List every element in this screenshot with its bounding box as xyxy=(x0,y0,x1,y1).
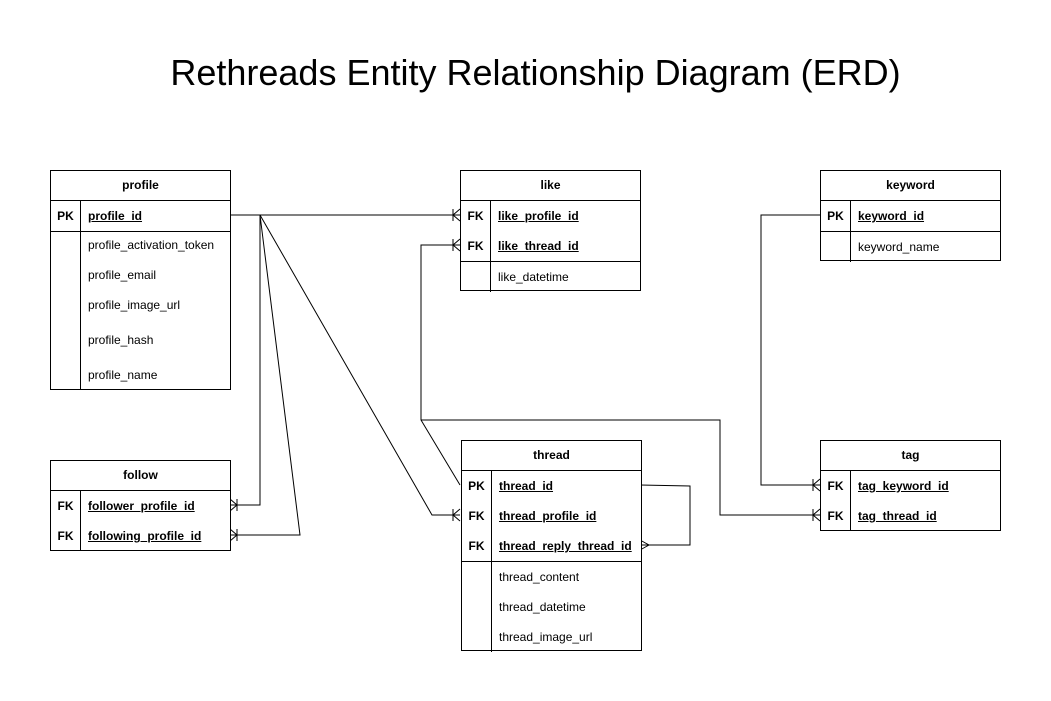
entity-like-keys: FK like_profile_id FK like_thread_id xyxy=(461,201,640,262)
field-name: thread_content xyxy=(499,570,580,584)
entity-like[interactable]: like FK like_profile_id FK like_thread_i… xyxy=(460,170,641,292)
field-row: thread_content xyxy=(462,562,641,592)
field-row: FK tag_thread_id xyxy=(821,501,1000,531)
key-type: FK xyxy=(468,539,485,553)
entity-tag-name: tag xyxy=(821,441,1000,471)
rel-profile-following xyxy=(230,214,301,536)
entity-profile-name: profile xyxy=(51,171,230,201)
entity-profile-attrs: profile_activation_token profile_email p… xyxy=(51,232,230,390)
entity-like-attrs: like_datetime xyxy=(461,262,640,292)
rel-thread-tag xyxy=(421,419,820,516)
rel-keyword-tag xyxy=(760,214,820,486)
field-name: keyword_id xyxy=(858,209,925,223)
field-row: keyword_name xyxy=(821,232,1000,262)
field-row: PK thread_id xyxy=(462,471,641,501)
field-row: FK thread_profile_id xyxy=(462,501,641,531)
rel-thread-like xyxy=(420,244,461,486)
field-name: profile_image_url xyxy=(88,298,181,312)
entity-thread[interactable]: thread PK thread_id FK thread_profile_id… xyxy=(461,440,642,652)
key-type: PK xyxy=(827,209,844,223)
rel-profile-thread xyxy=(259,214,460,516)
entity-follow[interactable]: follow FK follower_profile_id FK followi… xyxy=(50,460,231,551)
key-type: FK xyxy=(467,239,484,253)
field-name: thread_profile_id xyxy=(499,509,597,523)
field-name: profile_activation_token xyxy=(88,238,215,252)
field-name: follower_profile_id xyxy=(88,499,195,513)
rel-thread-self xyxy=(639,484,691,546)
field-name: profile_hash xyxy=(88,333,154,347)
field-name: thread_reply_thread_id xyxy=(499,539,632,553)
key-type: PK xyxy=(468,479,485,493)
crowfoot-icon xyxy=(229,528,238,542)
entity-keyword-attrs: keyword_name xyxy=(821,232,1000,262)
crowfoot-icon xyxy=(452,508,461,522)
field-row: FK following_profile_id xyxy=(51,521,230,551)
field-row: thread_image_url xyxy=(462,622,641,652)
entity-profile[interactable]: profile PK profile_id profile_activation… xyxy=(50,170,231,390)
entity-tag-keys: FK tag_keyword_id FK tag_thread_id xyxy=(821,471,1000,531)
field-row: FK tag_keyword_id xyxy=(821,471,1000,501)
key-type: PK xyxy=(57,209,74,223)
key-type: FK xyxy=(827,509,844,523)
field-name: following_profile_id xyxy=(88,529,202,543)
field-name: thread_id xyxy=(499,479,554,493)
rel-profile-follower xyxy=(230,215,261,506)
entity-follow-name: follow xyxy=(51,461,230,491)
field-name: like_profile_id xyxy=(498,209,579,223)
field-row: thread_datetime xyxy=(462,592,641,622)
entity-profile-keys: PK profile_id xyxy=(51,201,230,232)
entity-follow-keys: FK follower_profile_id FK following_prof… xyxy=(51,491,230,551)
field-name: thread_image_url xyxy=(499,630,593,644)
entity-like-name: like xyxy=(461,171,640,201)
key-type: FK xyxy=(57,499,74,513)
field-name: profile_id xyxy=(88,209,143,223)
crowfoot-icon xyxy=(229,498,238,512)
field-name: tag_thread_id xyxy=(858,509,937,523)
entity-thread-attrs: thread_content thread_datetime thread_im… xyxy=(462,562,641,652)
field-name: tag_keyword_id xyxy=(858,479,949,493)
field-row: FK like_profile_id xyxy=(461,201,640,231)
crowfoot-icon xyxy=(812,478,821,492)
field-row: FK thread_reply_thread_id xyxy=(462,531,641,561)
entity-keyword-keys: PK keyword_id xyxy=(821,201,1000,232)
field-name: thread_datetime xyxy=(499,600,586,614)
entity-thread-keys: PK thread_id FK thread_profile_id FK thr… xyxy=(462,471,641,562)
key-type: FK xyxy=(467,209,484,223)
key-type: FK xyxy=(827,479,844,493)
field-name: keyword_name xyxy=(858,240,940,254)
entity-thread-name: thread xyxy=(462,441,641,471)
entity-keyword[interactable]: keyword PK keyword_id keyword_name xyxy=(820,170,1001,262)
crowfoot-icon xyxy=(639,539,651,551)
field-row: PK profile_id xyxy=(51,201,230,231)
entity-keyword-name: keyword xyxy=(821,171,1000,201)
field-row: like_datetime xyxy=(461,262,640,292)
field-row: FK follower_profile_id xyxy=(51,491,230,521)
entity-tag[interactable]: tag FK tag_keyword_id FK tag_thread_id xyxy=(820,440,1001,531)
field-name: like_thread_id xyxy=(498,239,579,253)
crowfoot-icon xyxy=(452,238,461,252)
key-type: FK xyxy=(468,509,485,523)
field-row: PK keyword_id xyxy=(821,201,1000,231)
crowfoot-icon xyxy=(452,208,461,222)
field-name: profile_name xyxy=(88,368,158,382)
field-name: like_datetime xyxy=(498,270,569,284)
field-name: profile_email xyxy=(88,268,157,282)
key-type: FK xyxy=(57,529,74,543)
diagram-title: Rethreads Entity Relationship Diagram (E… xyxy=(170,52,901,93)
crowfoot-icon xyxy=(812,508,821,522)
field-row: FK like_thread_id xyxy=(461,231,640,261)
